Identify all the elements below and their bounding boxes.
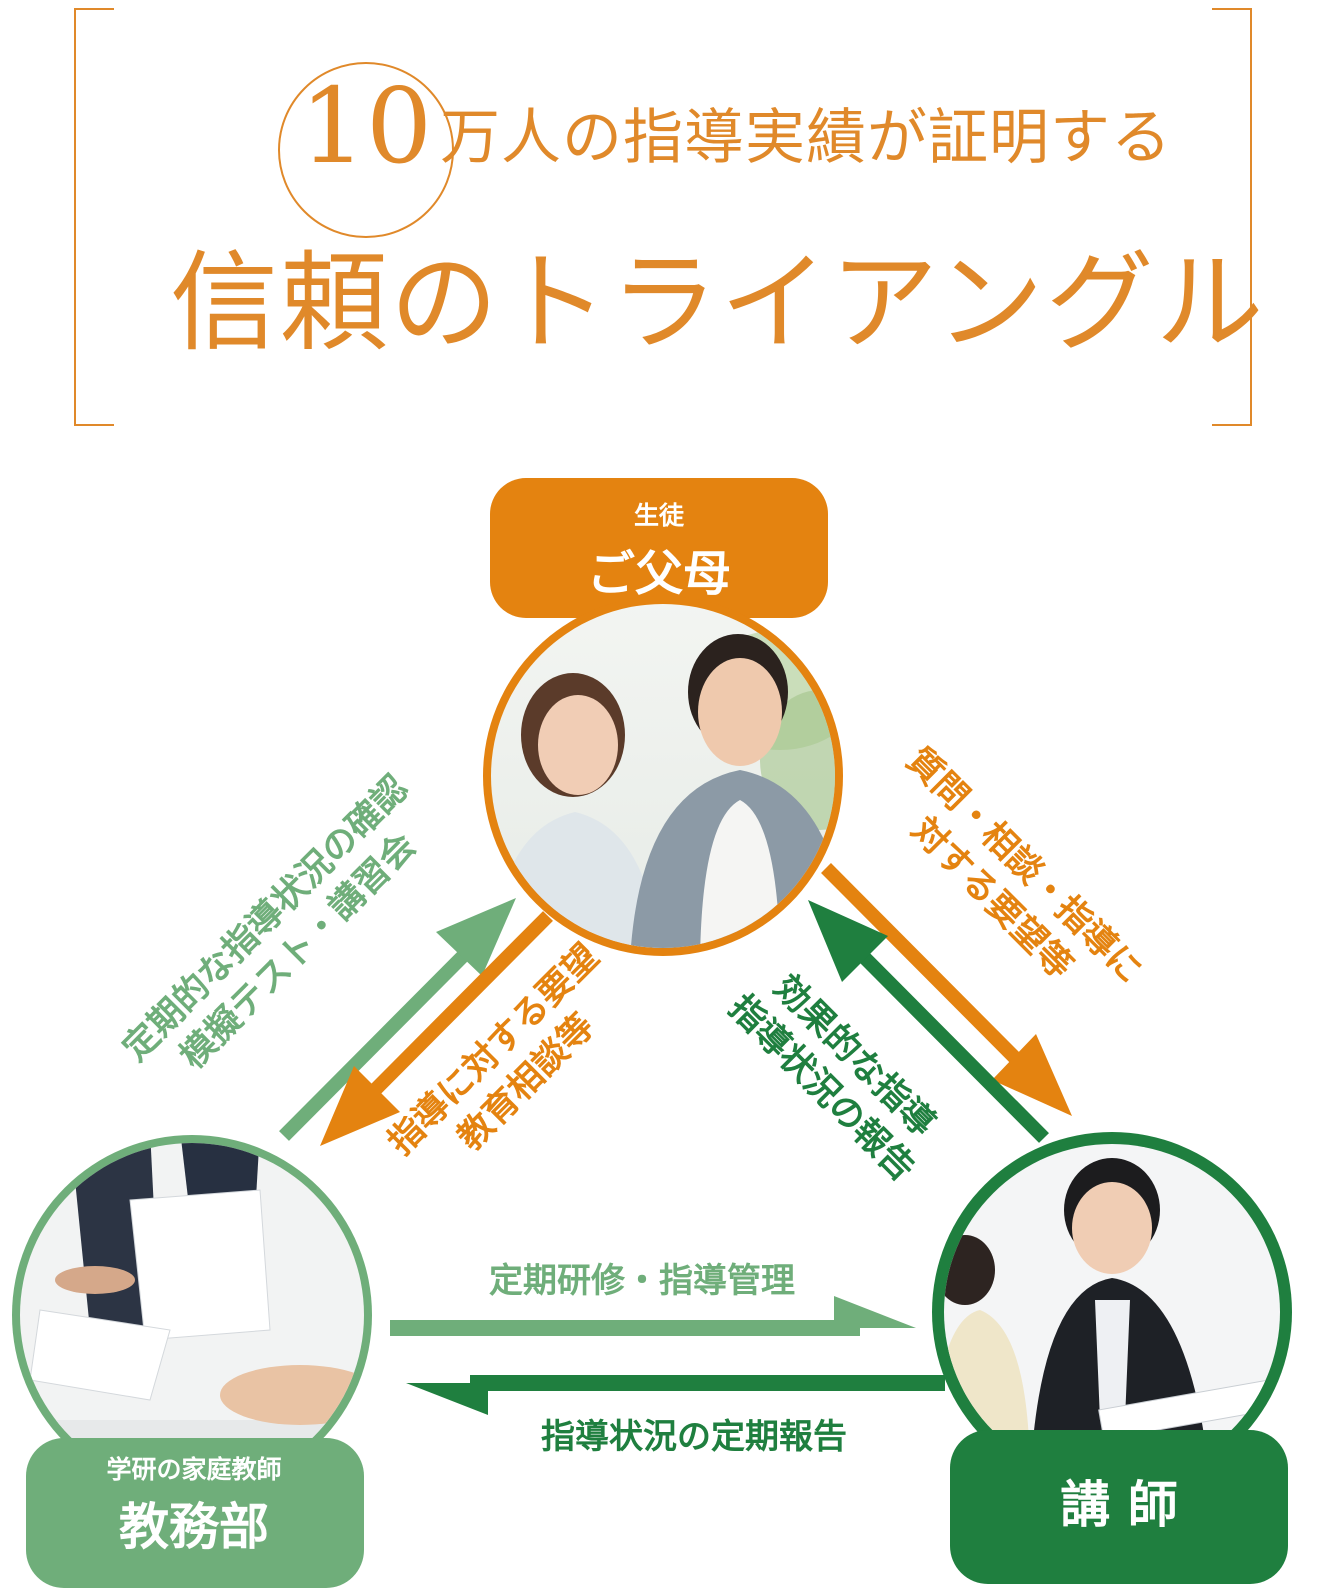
label-office-to-parents: 定期的な指導状況の確認 模擬テスト・講習会	[116, 769, 424, 1077]
office-sub-label: 学研の家庭教師	[106, 1455, 281, 1484]
tutor-label-box	[950, 1430, 1288, 1584]
node-tutor: 講 師	[932, 1132, 1292, 1584]
bracket-left	[74, 8, 76, 426]
bracket-right	[1250, 8, 1252, 426]
headline-subtitle: 万人の指導実績が証明する	[440, 103, 1172, 173]
bracket-top-left	[74, 8, 114, 10]
parents-label-box	[490, 478, 828, 618]
label-tutor-to-office: 指導状況の定期報告	[541, 1417, 847, 1457]
arrow-tutor-to-office	[406, 1375, 945, 1415]
office-main-label: 教務部	[119, 1498, 269, 1556]
arrow-office-to-tutor	[390, 1296, 916, 1336]
page-title: 信頼のトライアングル	[170, 241, 1266, 366]
bracket-top-right	[1212, 8, 1252, 10]
office-photo	[20, 1143, 364, 1487]
parents-sub-label: 生徒	[634, 501, 685, 530]
arrow-tutor-to-parents	[808, 900, 1049, 1143]
label-tutor-to-parents: 効果的な指導 指導状況の報告	[721, 967, 943, 1189]
parents-main-label: ご父母	[587, 546, 731, 602]
tutor-main-label: 講 師	[1060, 1476, 1177, 1534]
label-parents-to-tutor: 質問・相談・指導に 対する要望等	[899, 740, 1150, 991]
label-parents-to-office: 指導に対する要望 教育相談等	[381, 937, 607, 1163]
arrow-parents-to-office	[320, 911, 553, 1146]
node-parents: 生徒 ご父母	[483, 478, 843, 956]
office-label-box	[26, 1438, 364, 1588]
node-office: 学研の家庭教師 教務部	[12, 1135, 372, 1588]
bracket-bottom-left	[74, 424, 114, 426]
tutor-photo	[944, 1144, 1280, 1480]
arrow-parents-to-tutor	[821, 863, 1072, 1116]
number-circle	[278, 62, 454, 238]
label-office-to-parents-line1: 定期的な指導状況の確認	[116, 769, 417, 1070]
headline-number: 10	[299, 65, 433, 187]
bracket-bottom-right	[1212, 424, 1252, 426]
label-office-to-tutor: 定期研修・指導管理	[489, 1261, 795, 1301]
arrow-office-to-parents	[279, 898, 516, 1141]
